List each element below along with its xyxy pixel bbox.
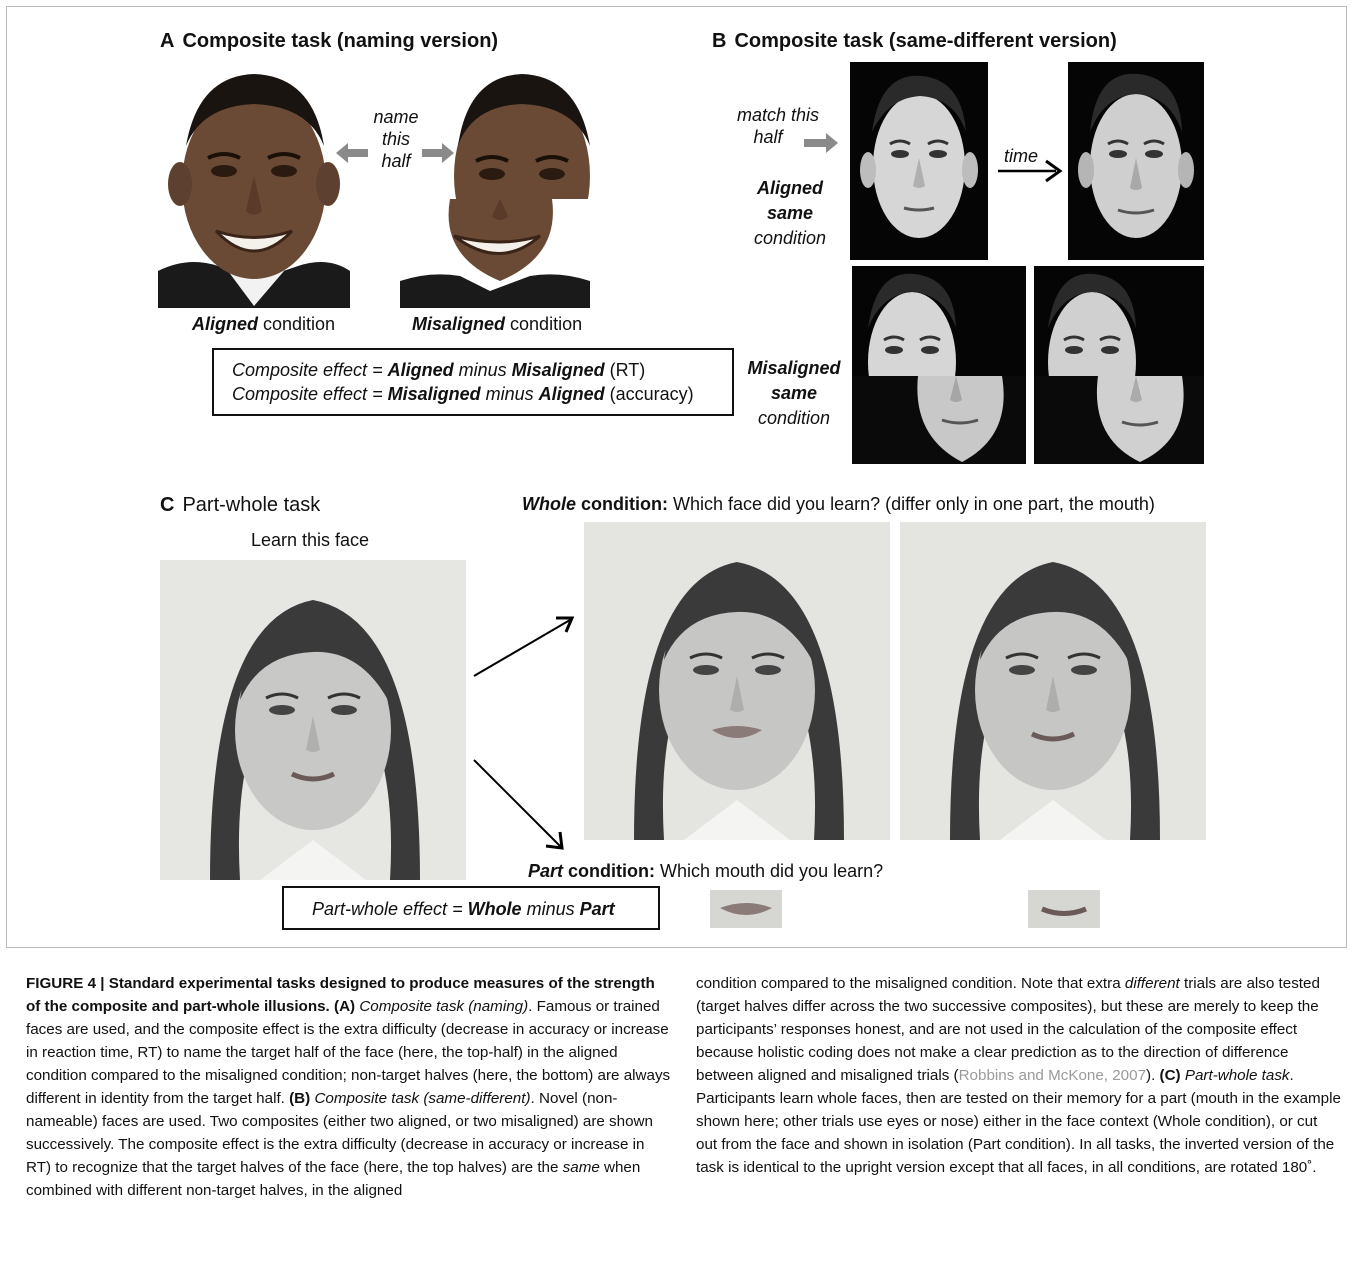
part-mouth-1-image (710, 890, 782, 928)
part-whole-effect-box: Part-whole effect = Whole minus Part (282, 886, 660, 930)
formula-rt: Composite effect = Aligned minus Misalig… (232, 360, 646, 380)
formula-accuracy: Composite effect = Misaligned minus Alig… (232, 384, 694, 404)
misaligned-same-label: Misaligned same condition (747, 358, 841, 428)
misaligned-face-2-image (1034, 266, 1204, 464)
aligned-face-1-image (850, 62, 988, 260)
time-label: time (1004, 146, 1039, 166)
reference-link[interactable]: Robbins and McKone, 2007 (958, 1067, 1147, 1084)
part-whole-formula: Part-whole effect = Whole minus Part (312, 899, 615, 919)
whole-face-1-image (584, 522, 890, 840)
right-gray-arrow-icon (422, 143, 454, 163)
composite-effect-box: Composite effect = Aligned minus Misalig… (212, 348, 734, 416)
whole-face-2-image (900, 522, 1206, 840)
aligned-same-label: Aligned same condition (753, 178, 827, 248)
part-condition-question: Part condition: Which mouth did you lear… (528, 861, 884, 881)
arrow-down-right-icon (473, 759, 564, 850)
learn-face-label: Learn this face (251, 530, 370, 550)
match-gray-arrow-icon (804, 133, 838, 153)
arrow-up-right-icon (473, 616, 575, 677)
time-arrow-icon (998, 159, 1063, 183)
caption-right-column: condition compared to the misaligned con… (696, 975, 1341, 1176)
misaligned-face-1-image (852, 266, 1026, 464)
whole-condition-question: Whole condition: Which face did you lear… (522, 494, 1155, 514)
panel-b-instruction: match this half (736, 105, 820, 147)
learn-face-image (160, 560, 466, 880)
misaligned-condition-label: Misaligned condition (412, 314, 583, 334)
misaligned-face-image (400, 66, 600, 308)
aligned-face-image (158, 66, 350, 308)
caption-left-column: FIGURE 4 | Standard experimental tasks d… (26, 975, 671, 1199)
part-mouth-2-image (1028, 890, 1100, 928)
caption-continuation: condition compared to the misaligned con… (696, 975, 1125, 992)
panel-a-instruction: name this half (373, 107, 419, 171)
figure-frame (6, 6, 1347, 948)
aligned-face-2-image (1068, 62, 1204, 260)
aligned-condition-label: Aligned condition (192, 314, 336, 334)
left-gray-arrow-icon (336, 143, 368, 163)
